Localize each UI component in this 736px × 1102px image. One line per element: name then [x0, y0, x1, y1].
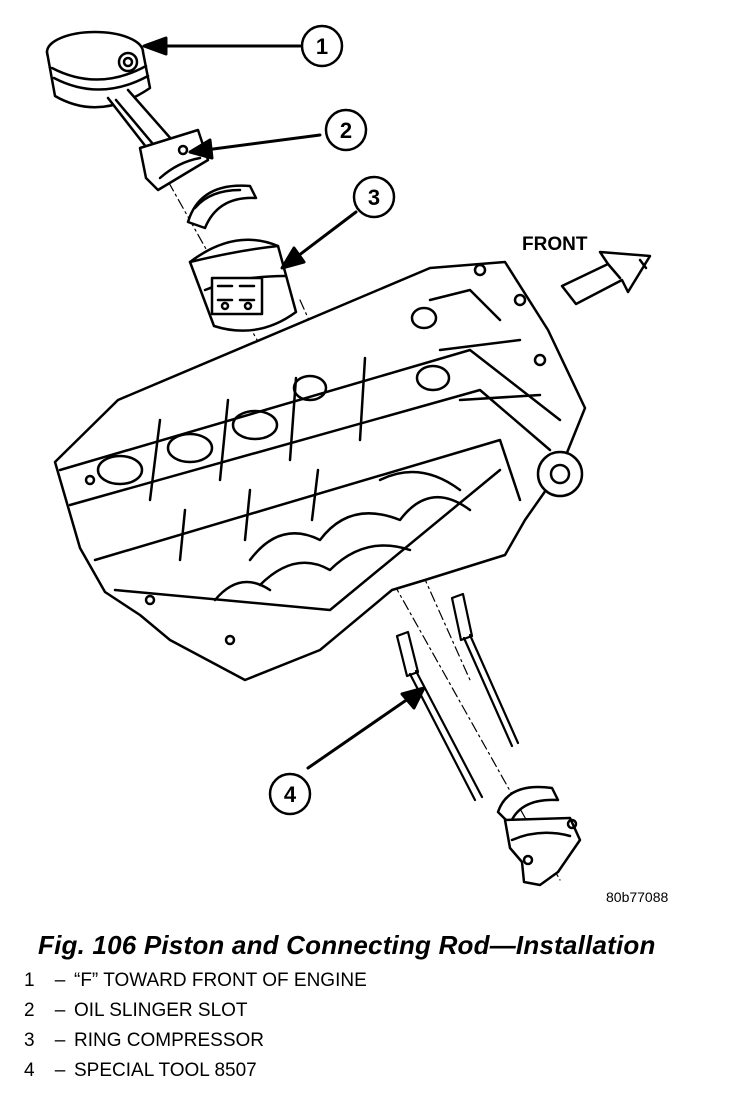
- legend-label: RING COMPRESSOR: [74, 1030, 265, 1051]
- callout-number-2: 2: [340, 118, 352, 143]
- figure-code: 80b77088: [606, 889, 669, 905]
- legend-label: OIL SLINGER SLOT: [74, 1000, 248, 1021]
- legend-number: 4: [24, 1060, 35, 1081]
- legend-dash: –: [54, 1060, 66, 1081]
- engine-block: [53, 260, 587, 682]
- figure-caption: Fig. 106 Piston and Connecting Rod—Insta…: [38, 930, 656, 960]
- legend-number: 3: [24, 1030, 35, 1051]
- legend-label: “F” TOWARD FRONT OF ENGINE: [74, 970, 367, 991]
- legend-item: 1 – “F” TOWARD FRONT OF ENGINE: [24, 970, 367, 1000]
- legend-dash: –: [54, 1000, 66, 1021]
- callout-number-3: 3: [368, 185, 380, 210]
- engine-illustration: 1 2 3 4 FRONT 80b77088: [45, 24, 669, 905]
- legend-list: 1 – “F” TOWARD FRONT OF ENGINE 2 – OIL S…: [24, 970, 367, 1090]
- callout-number-4: 4: [284, 782, 297, 807]
- upper-bearing-shell: [186, 184, 258, 230]
- callout-circles: [268, 24, 396, 816]
- legend-dash: –: [54, 1030, 66, 1051]
- front-arrow-icon: [560, 250, 652, 306]
- front-label: FRONT: [522, 234, 588, 255]
- callout-number-1: 1: [316, 34, 328, 59]
- leader-arrows: [142, 36, 426, 770]
- legend-item: 3 – RING COMPRESSOR: [24, 1030, 367, 1060]
- legend-label: SPECIAL TOOL 8507: [74, 1060, 257, 1081]
- ring-compressor: [188, 238, 298, 332]
- legend-item: 2 – OIL SLINGER SLOT: [24, 1000, 367, 1030]
- connecting-rod: [106, 88, 210, 192]
- legend-item: 4 – SPECIAL TOOL 8507: [24, 1060, 367, 1090]
- legend-number: 1: [24, 970, 35, 991]
- legend-dash: –: [54, 970, 66, 991]
- lower-bearing-cap: [496, 785, 582, 887]
- legend-number: 2: [24, 1000, 35, 1021]
